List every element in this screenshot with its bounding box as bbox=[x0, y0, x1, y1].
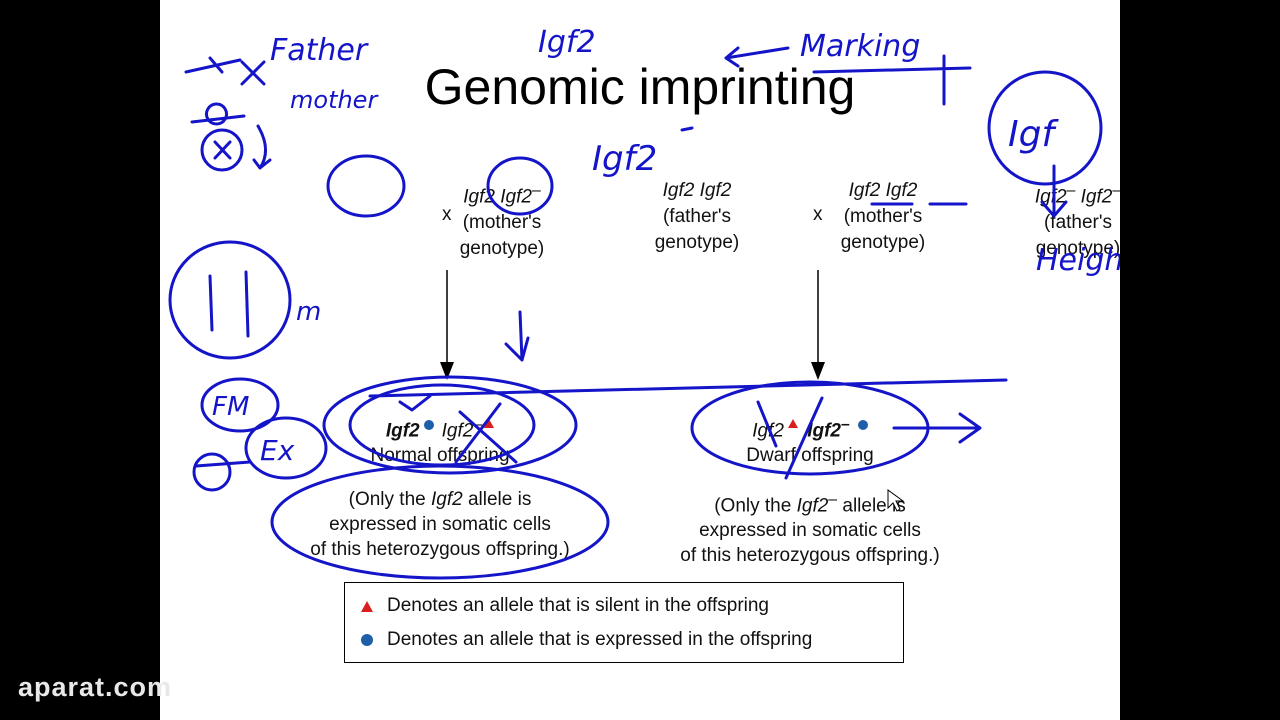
ink-underline bbox=[812, 54, 972, 106]
ink-igf: Igf bbox=[1008, 114, 1059, 155]
legend-silent: Denotes an allele that is silent in the … bbox=[361, 595, 769, 617]
note-text: expressed in somatic cells bbox=[699, 520, 921, 542]
silent-marker bbox=[361, 600, 373, 612]
note-text: expressed in somatic cells bbox=[329, 514, 551, 535]
circle-stroke bbox=[192, 452, 232, 492]
silent-marker bbox=[484, 419, 495, 429]
note-text: of this heterozygous offspring.) bbox=[680, 545, 940, 567]
ink-minus bbox=[680, 126, 694, 132]
minus-sup: – bbox=[828, 491, 838, 508]
right-father-genotype: Igf2– Igf2– (father's genotype) bbox=[993, 178, 1120, 262]
genotype-label: genotype) bbox=[840, 232, 926, 253]
minus-sup: – bbox=[1112, 182, 1120, 199]
left-mother-genotype: Igf2 Igf2– (mother's genotype) bbox=[417, 178, 587, 262]
offspring-label: Dwarf offspring bbox=[746, 445, 874, 467]
note-text: of this heterozygous offspring.) bbox=[310, 539, 570, 560]
genotype-label: (mother's bbox=[462, 212, 542, 234]
cross-out-stroke bbox=[454, 402, 518, 464]
genotype-label: genotype) bbox=[459, 238, 545, 260]
note-allele: Igf2 bbox=[431, 489, 463, 510]
ink-marking: Marking bbox=[800, 29, 920, 64]
genotype-label: (father's bbox=[662, 206, 732, 227]
ink-m: m bbox=[296, 297, 321, 327]
expressed-marker bbox=[423, 420, 434, 431]
cross-symbol: x bbox=[813, 204, 823, 225]
circle-stroke bbox=[486, 156, 554, 216]
ink-layer: Father mother Igf2 Marking Igf2 Igf Heig… bbox=[168, 25, 1120, 580]
allele: Igf2 bbox=[500, 186, 532, 208]
cross-symbol: x bbox=[442, 204, 452, 225]
genotype-label: genotype) bbox=[654, 232, 740, 253]
circle-stroke bbox=[987, 70, 1103, 186]
left-offspring-note: (Only the Igf2 allele is expressed in so… bbox=[270, 487, 610, 562]
ink-line bbox=[368, 378, 1008, 398]
ink-stroke bbox=[194, 460, 252, 468]
slide: Genomic imprinting Igf2 Igf2– (mother's … bbox=[160, 0, 1120, 720]
allele: Igf2 bbox=[463, 186, 495, 208]
allele: Igf2 bbox=[699, 180, 732, 201]
allele: Igf2 bbox=[662, 180, 695, 201]
arrow-head bbox=[811, 362, 825, 380]
x-mark-stroke bbox=[213, 140, 232, 160]
expressed-allele: Igf2 bbox=[385, 420, 420, 442]
minus-sup: – bbox=[840, 416, 850, 433]
ink-arrow bbox=[724, 46, 790, 68]
ink-arrow bbox=[892, 412, 982, 444]
cross-out-stroke bbox=[756, 396, 824, 480]
chromosome-stroke bbox=[208, 270, 250, 338]
expressed-marker bbox=[857, 420, 868, 431]
genotype-label: (mother's bbox=[843, 206, 923, 227]
allele: Igf2 bbox=[848, 180, 881, 201]
slide-title: Genomic imprinting bbox=[424, 59, 856, 115]
circle-stroke bbox=[326, 154, 406, 218]
x-mark-stroke bbox=[184, 56, 242, 74]
circle-stroke bbox=[244, 416, 328, 480]
ink-father: Father bbox=[270, 33, 369, 68]
ink-arrow bbox=[252, 124, 272, 170]
note-allele: Igf2 bbox=[796, 495, 829, 517]
arrow-head bbox=[440, 362, 454, 380]
ink-igf2: Igf2 bbox=[538, 25, 596, 60]
silent-allele: Igf2 bbox=[441, 420, 474, 442]
watermark: aparat.com bbox=[18, 672, 173, 702]
ink-ex: Ex bbox=[260, 434, 295, 467]
x-mark-stroke bbox=[240, 60, 266, 86]
right-mother-genotype: Igf2 Igf2 (mother's genotype) bbox=[798, 178, 968, 256]
silent-allele: Igf2 bbox=[752, 420, 784, 442]
ink-mother: mother bbox=[290, 86, 379, 114]
minus-sup: – bbox=[1066, 182, 1076, 199]
circle-stroke bbox=[200, 377, 280, 433]
ink-igf2-minus: Igf2 bbox=[592, 139, 657, 179]
note-text: (Only the bbox=[348, 489, 431, 510]
allele: Igf2 bbox=[1080, 186, 1113, 208]
minus-sup: – bbox=[531, 182, 541, 199]
note-text: allele is bbox=[462, 489, 532, 510]
ink-height: Height bbox=[1036, 243, 1120, 278]
left-father-genotype: Igf2 Igf2 (father's genotype) bbox=[612, 178, 782, 256]
female-mark-stroke bbox=[190, 102, 246, 126]
ink-arrow bbox=[1040, 164, 1068, 218]
silent-marker bbox=[787, 419, 798, 429]
right-offspring: Igf2 Igf2– Dwarf offspring bbox=[710, 412, 910, 468]
circle-stroke bbox=[322, 375, 578, 475]
legend-expressed-text: Denotes an allele that is expressed in t… bbox=[387, 629, 813, 650]
circle-stroke bbox=[270, 464, 610, 580]
allele: Igf2 bbox=[885, 180, 918, 201]
ink-fm: FM bbox=[212, 392, 249, 422]
legend-box: Denotes an allele that is silent in the … bbox=[344, 582, 904, 663]
circle-stroke bbox=[168, 240, 292, 360]
minus-sup: – bbox=[473, 416, 483, 433]
ink-arrow bbox=[504, 310, 530, 362]
cursor-icon bbox=[887, 489, 905, 512]
legend-silent-text: Denotes an allele that is silent in the … bbox=[387, 595, 769, 616]
circle-stroke bbox=[200, 128, 244, 172]
expressed-allele: Igf2 bbox=[807, 420, 841, 442]
genotype-label: (father's bbox=[1043, 212, 1113, 234]
legend-expressed: Denotes an allele that is expressed in t… bbox=[361, 629, 812, 651]
expressed-marker bbox=[361, 634, 373, 646]
genotype-label: genotype) bbox=[1035, 238, 1120, 260]
check-stroke bbox=[398, 394, 432, 412]
note-text: (Only the bbox=[714, 495, 797, 517]
